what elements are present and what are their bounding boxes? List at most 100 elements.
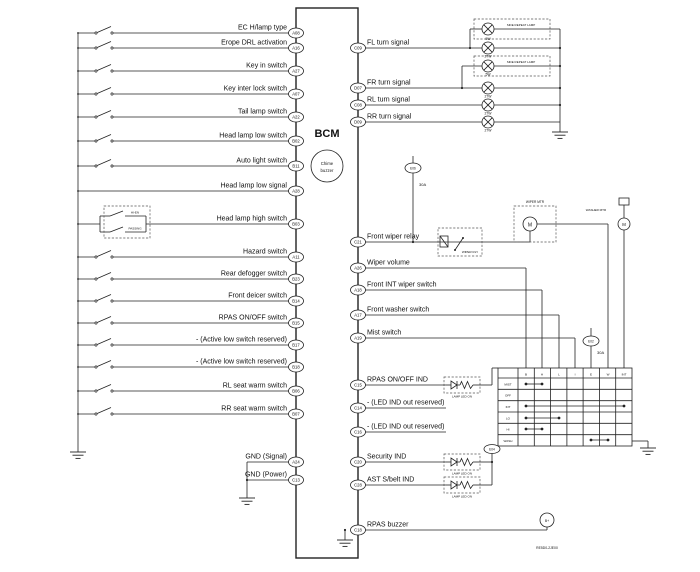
pin-connector xyxy=(350,82,366,94)
lamp-watt: 5W xyxy=(485,73,491,77)
pin-number: A24 xyxy=(292,460,300,465)
right-row-rr-turn: RR turn signal D09 xyxy=(350,114,482,128)
pin-number: A26 xyxy=(354,266,362,271)
part-number: RE5D0-2JE00 xyxy=(536,546,558,550)
gnd-rows-ground xyxy=(238,462,256,505)
row-label: RPAS buzzer xyxy=(367,522,409,529)
row-label: Key in switch xyxy=(246,63,287,70)
left-row-front-deicer: Front deicer switch B14 xyxy=(78,293,304,307)
right-row-int-wiper: Front INT wiper switch A18 xyxy=(350,282,543,368)
row-label: RR turn signal xyxy=(367,114,412,121)
pin-number: A07 xyxy=(292,92,300,97)
row-label: GND (Signal) xyxy=(245,454,287,461)
right-row-led-reserved-2: - (LED IND out reserved) C16 xyxy=(350,424,446,438)
pin-number: C08 xyxy=(354,103,362,108)
fuse-ref: E06 xyxy=(410,167,416,171)
pin-connector xyxy=(288,361,304,373)
row-label: - (Active low switch reserved) xyxy=(196,337,287,344)
right-row-rpas-buzzer: RPAS buzzer C18 B+ RE5D0-2JE00 xyxy=(336,512,558,550)
lamp-watt: 5W xyxy=(485,37,491,41)
right-row-fl-turn: FL turn signal C09 xyxy=(350,40,482,54)
turn-signal-lamps: SIDE REPEAT LAMP SIDE REPEAT LAMP 5W 27W… xyxy=(460,18,569,139)
wiper-motor-box xyxy=(513,205,557,243)
pin-number: B23 xyxy=(292,277,300,282)
left-row-headlamp-low-signal: Head lamp low signal A28 xyxy=(78,183,304,197)
table-col-header: INT xyxy=(622,373,627,377)
lamp-icon xyxy=(481,59,495,73)
row-label: Front INT wiper switch xyxy=(367,282,437,289)
row-label: - (Active low switch reserved) xyxy=(196,359,287,366)
left-row-gnd-power: GND (Power) C13 xyxy=(245,472,304,486)
row-label: Mist switch xyxy=(367,330,401,337)
pin-number: C18 xyxy=(354,528,362,533)
pin-number: C09 xyxy=(354,46,362,51)
table-row-header: OFF xyxy=(505,394,511,398)
pin-number: C13 xyxy=(292,478,300,483)
chime-label-1: Chime xyxy=(321,161,334,166)
wiper-circuit: E06 30A WIPER RLY M WIPER MTR M WASHER M… xyxy=(404,156,631,368)
pin-connector xyxy=(350,379,366,391)
pin-number: B14 xyxy=(292,299,300,304)
pin-connector xyxy=(288,218,304,230)
lamp-icon xyxy=(481,115,495,129)
pin-number: A19 xyxy=(354,336,362,341)
pin-connector xyxy=(288,474,304,486)
pin-connector xyxy=(350,426,366,438)
row-label: Erope DRL activation xyxy=(221,40,287,47)
table-row-header: INT xyxy=(506,405,511,409)
pin-connector xyxy=(350,402,366,414)
bcm-module: BCM Chime buzzer xyxy=(295,7,359,559)
pin-connector xyxy=(288,135,304,147)
right-row-washer-switch: Front washer switch A17 xyxy=(350,307,560,368)
pin-number: A18 xyxy=(354,288,362,293)
pin-connector xyxy=(288,317,304,329)
pin-number: D09 xyxy=(354,120,362,125)
pin-connector xyxy=(350,332,366,344)
pin-connector xyxy=(288,111,304,123)
right-row-wiper-volume: Wiper volume A26 xyxy=(350,260,527,368)
pin-connector xyxy=(350,456,366,468)
lamp-icon xyxy=(481,22,495,36)
lamp-icon xyxy=(481,41,495,55)
pin-number: A28 xyxy=(292,189,300,194)
lamp-watt: 27W xyxy=(485,95,493,99)
fuse-amp: 30A xyxy=(597,350,604,355)
high-beam-switch-box xyxy=(103,205,151,239)
left-row-reserved-1: - (Active low switch reserved) B17 xyxy=(78,337,304,351)
chime-label-2: buzzer xyxy=(321,168,334,173)
connector-ref: E04 xyxy=(489,448,495,452)
pin-connector xyxy=(288,251,304,263)
row-label: Wiper volume xyxy=(367,260,410,267)
left-row-headlamp-low-switch: Head lamp low switch B02 xyxy=(78,133,304,147)
pin-number: B03 xyxy=(292,222,300,227)
pin-connector xyxy=(350,116,366,128)
ground-icon xyxy=(69,451,87,459)
pin-connector xyxy=(288,65,304,77)
pin-connector xyxy=(288,273,304,285)
connector-icon xyxy=(483,444,501,454)
pin-connector xyxy=(288,185,304,197)
pin-connector xyxy=(288,295,304,307)
table-col-header: E xyxy=(590,373,592,377)
led-icon xyxy=(445,480,479,490)
pin-connector xyxy=(350,479,366,491)
lamp-watt: 27W xyxy=(485,112,493,116)
table-col-header: H xyxy=(541,373,543,377)
left-row-key-in: Key in switch A27 xyxy=(78,63,304,77)
table-row-header: WASH xyxy=(504,439,513,443)
ind-power-bus: E04 xyxy=(483,444,501,485)
table-col-header: B xyxy=(525,373,527,377)
row-label: FL turn signal xyxy=(367,40,410,47)
pin-connector xyxy=(288,88,304,100)
lamp-watt: 27W xyxy=(485,129,493,133)
row-label: Head lamp low signal xyxy=(220,183,287,190)
pin-connector xyxy=(350,262,366,274)
fuse-amp: 30A xyxy=(419,182,426,187)
wiper-relay-box xyxy=(437,227,483,257)
pin-number: C16 xyxy=(354,430,362,435)
pin-number: C28 xyxy=(354,483,362,488)
right-row-mist-switch: Mist switch A19 xyxy=(350,330,576,368)
motor-symbol: M xyxy=(528,223,532,229)
pin-number: C15 xyxy=(354,383,362,388)
table-col-header: W xyxy=(607,373,610,377)
